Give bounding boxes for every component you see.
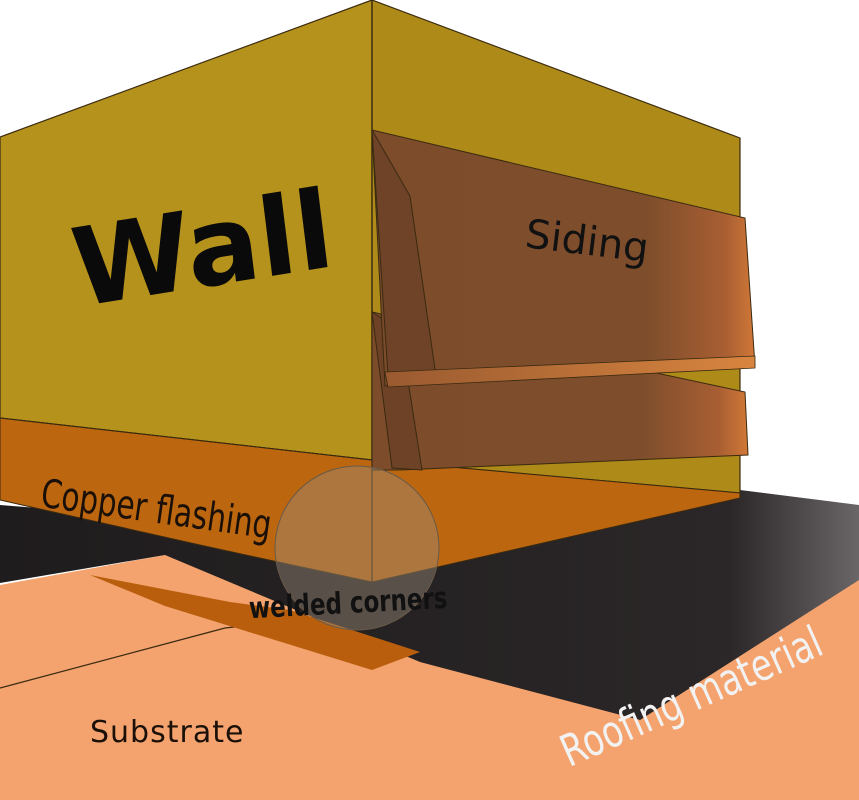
substrate-label: Substrate (90, 715, 244, 750)
flashing-seam-line (0, 417, 373, 461)
flashing-apron (90, 575, 420, 670)
siding-upper-lip (384, 355, 756, 388)
welded-corners-highlight (274, 465, 440, 631)
